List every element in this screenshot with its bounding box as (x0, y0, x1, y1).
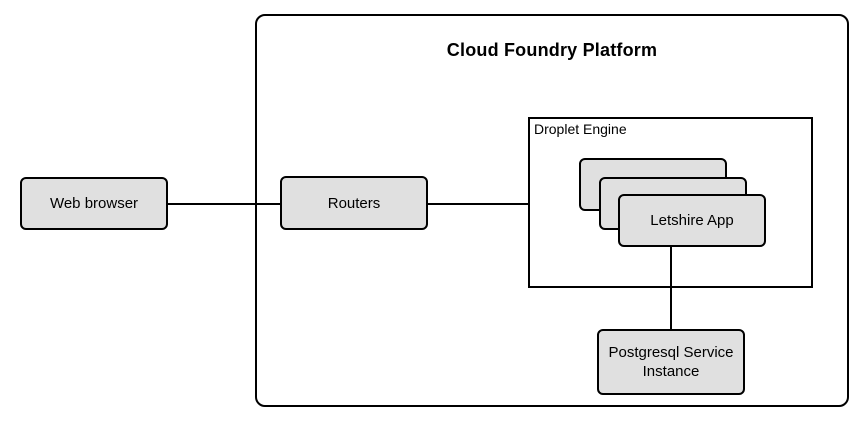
web-browser-label: Web browser (49, 195, 139, 212)
edge-routers-to-droplet-engine (427, 203, 529, 205)
cloud-foundry-platform-title: Cloud Foundry Platform (446, 40, 658, 60)
letshire-app-label: Letshire App (650, 212, 734, 229)
web-browser-node: Web browser (20, 177, 168, 230)
routers-label: Routers (327, 194, 381, 212)
edge-letshire-app-to-postgresql (670, 246, 672, 330)
postgresql-service-instance-node: Postgresql Service Instance (597, 329, 745, 395)
postgresql-service-instance-label: Postgresql Service Instance (608, 344, 734, 380)
droplet-engine-label: Droplet Engine (534, 121, 627, 137)
cloud-foundry-platform-container: Cloud Foundry Platform (255, 14, 849, 407)
letshire-app-node: Letshire App (618, 194, 766, 247)
edge-web-browser-to-routers (168, 203, 281, 205)
routers-node: Routers (280, 176, 428, 230)
